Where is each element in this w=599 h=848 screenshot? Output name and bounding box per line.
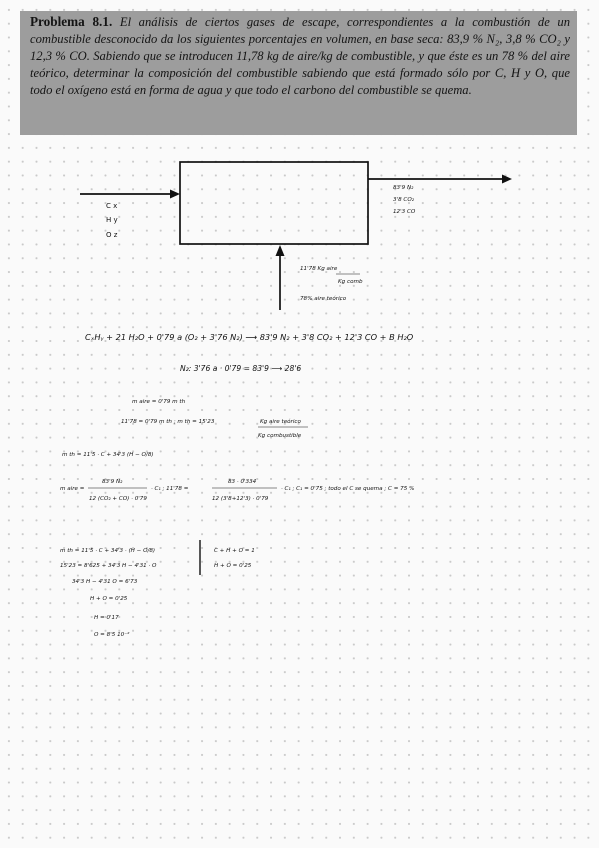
output-co2: 3'8 CO₂	[393, 197, 415, 203]
input-h: H y	[106, 216, 118, 224]
system-left-4: H + O = 0'25	[90, 596, 128, 602]
air-gas-den1: 12 (CO₂ + CO) · 0'79	[89, 496, 147, 502]
theoretical-air-unit-num: Kg aire teórico	[260, 418, 301, 425]
system-left-2: 15'23 = 8'625 + 34'3 H − 4'31 · O	[60, 563, 157, 569]
air-gas-num1: 83'9 N₂	[102, 479, 123, 485]
fuel-input-arrowhead	[170, 189, 180, 199]
air-gas-num2: 83 · 0'334	[228, 479, 257, 485]
flow-diagram	[80, 161, 512, 310]
air-percent-theoretical: 78% aire teórico	[300, 295, 347, 302]
theoretical-air-unit-den: Kg combustible	[258, 433, 302, 439]
air-input-arrowhead	[275, 245, 285, 256]
hydrogen-result: H = 0'17	[94, 615, 119, 621]
oxygen-result: O = 8'5 10⁻²	[94, 631, 130, 638]
input-o: O z	[106, 231, 118, 239]
combustion-reaction: CₓHᵧ + 21 H₂O + 0'79 a (O₂ + 3'76 N₂) ⟶ …	[85, 332, 414, 342]
air-gas-lhs: m aire =	[60, 486, 85, 492]
theoretical-air-formula: m th = 11'5 · C + 34'3 (H − O/8)	[62, 452, 154, 458]
problem-statement: Problema 8.1. El análisis de ciertos gas…	[20, 11, 577, 135]
carbon-result: · C₁ ; C₁ = 0'75 ; todo el C se quema ; …	[281, 486, 414, 492]
system-left-3: 34'3 H − 4'31 O = 6'73	[72, 579, 138, 585]
system-right-1: C + H + O = 1	[214, 548, 255, 554]
air-gas-mid: · C₁ ; 11'78 =	[151, 486, 189, 492]
output-co: 12'3 CO	[393, 209, 416, 215]
input-c: C x	[106, 202, 117, 210]
air-mass-relation: m aire = 0'79 m th	[132, 399, 186, 405]
theoretical-air-value: 11'78 = 0'79 m th ; m th = 15'23	[121, 419, 215, 425]
system-right-2: H + O = 0'25	[214, 563, 252, 569]
system-left-1: m th = 11'5 · C + 34'3 · (H − O/8)	[60, 548, 155, 554]
output-n2: 83'9 N₂	[393, 185, 414, 191]
nitrogen-balance: N₂: 3'76 a · 0'79 = 83'9 ⟶ 28'6	[180, 364, 301, 373]
air-ratio-num: 11'78 Kg aire	[300, 266, 338, 272]
air-ratio-den: Kg comb	[338, 279, 363, 285]
air-gas-den2: 12 (3'8+12'3) · 0'79	[212, 496, 269, 502]
process-box	[179, 161, 369, 245]
problem-body: El análisis de ciertos gases de escape, …	[30, 15, 570, 97]
problem-heading: Problema 8.1.	[30, 14, 113, 29]
exhaust-output-arrowhead	[502, 174, 512, 184]
